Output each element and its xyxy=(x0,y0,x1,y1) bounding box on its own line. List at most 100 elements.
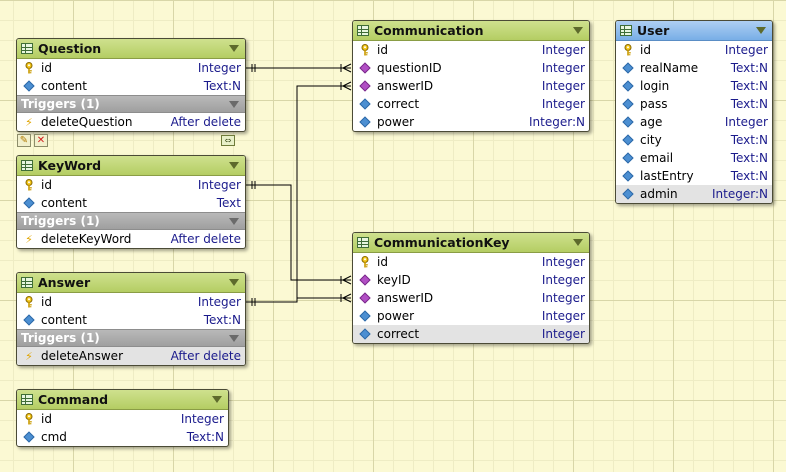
relation-line[interactable] xyxy=(246,85,351,303)
field-type: Integer xyxy=(724,43,768,57)
field-type: Text:N xyxy=(730,79,768,93)
table-icon xyxy=(21,43,33,54)
field-row[interactable]: answerID Integer xyxy=(353,77,589,95)
field-row[interactable]: id Integer xyxy=(353,41,589,59)
field-diamond-icon xyxy=(23,314,35,326)
relation-line[interactable] xyxy=(246,297,351,303)
field-name: id xyxy=(41,61,52,75)
entity-header[interactable]: KeyWord xyxy=(17,156,245,176)
entity-header[interactable]: Communication xyxy=(353,21,589,41)
field-type: Text:N xyxy=(203,79,241,93)
foreign-key-icon xyxy=(359,80,371,92)
table-icon xyxy=(620,25,632,36)
field-name: answerID xyxy=(377,291,434,305)
entity-header[interactable]: Answer xyxy=(17,273,245,293)
field-name: power xyxy=(377,115,415,129)
entity-title: Answer xyxy=(38,275,91,290)
delete-x-icon[interactable]: ✕ xyxy=(34,134,48,147)
triggers-section-header[interactable]: Triggers (1) xyxy=(17,95,245,113)
collapse-arrow-icon[interactable] xyxy=(229,335,239,342)
field-type: Integer xyxy=(541,79,585,93)
trigger-name: deleteAnswer xyxy=(41,349,124,363)
collapse-arrow-icon[interactable] xyxy=(229,162,239,169)
field-type: Integer xyxy=(541,273,585,287)
triggers-section-header[interactable]: Triggers (1) xyxy=(17,212,245,230)
field-name: id xyxy=(41,295,52,309)
field-name: id xyxy=(640,43,651,57)
field-name: city xyxy=(640,133,662,147)
relation-line[interactable] xyxy=(246,184,351,281)
triggers-section-header[interactable]: Triggers (1) xyxy=(17,329,245,347)
field-type: Text xyxy=(216,196,241,210)
field-type: Integer xyxy=(541,43,585,57)
primary-key-icon xyxy=(359,256,371,268)
field-diamond-icon xyxy=(622,116,634,128)
primary-key-icon xyxy=(23,296,35,308)
field-type: Integer:N xyxy=(712,187,768,201)
field-name: content xyxy=(41,313,87,327)
collapse-arrow-icon[interactable] xyxy=(229,101,239,108)
entity-header[interactable]: Command xyxy=(17,390,228,410)
field-type: Integer xyxy=(197,61,241,75)
collapse-arrow-icon[interactable] xyxy=(229,218,239,225)
collapse-arrow-icon[interactable] xyxy=(573,27,583,34)
field-name: id xyxy=(377,43,388,57)
edit-pencil-icon[interactable]: ✎ xyxy=(17,134,31,147)
field-diamond-icon xyxy=(359,310,371,322)
trigger-name: deleteQuestion xyxy=(41,115,133,129)
collapse-arrow-icon[interactable] xyxy=(756,27,766,34)
collapse-arrow-icon[interactable] xyxy=(573,239,583,246)
entity-header[interactable]: User xyxy=(616,21,772,41)
entity-header[interactable]: CommunicationKey xyxy=(353,233,589,253)
collapse-arrow-icon[interactable] xyxy=(212,396,222,403)
entity-header[interactable]: Question xyxy=(17,39,245,59)
field-name: answerID xyxy=(377,79,434,93)
collapse-arrow-icon[interactable] xyxy=(229,45,239,52)
table-icon xyxy=(21,160,33,171)
field-diamond-icon xyxy=(23,197,35,209)
field-type: Integer xyxy=(541,61,585,75)
field-type: Text:N xyxy=(730,169,768,183)
collapse-arrow-icon[interactable] xyxy=(229,279,239,286)
field-type: Integer xyxy=(541,309,585,323)
field-row[interactable]: id Integer xyxy=(17,59,245,77)
field-row[interactable]: id Integer xyxy=(616,41,772,59)
foreign-key-icon xyxy=(359,274,371,286)
field-type: Text:N xyxy=(730,151,768,165)
resize-handle-icon[interactable]: ⇔ xyxy=(221,135,235,146)
